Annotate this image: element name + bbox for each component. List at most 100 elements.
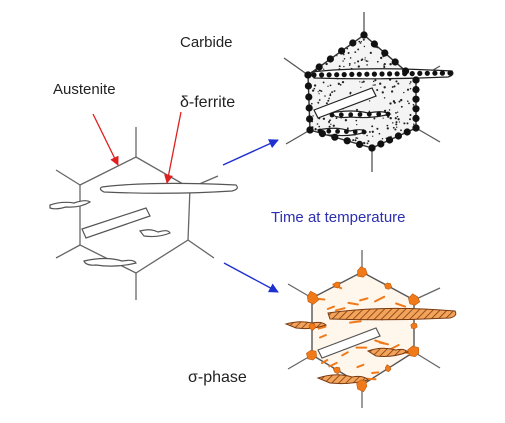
sigma-stringer-top <box>327 307 457 321</box>
carbide-dot <box>376 127 379 130</box>
carbide-particle <box>368 144 376 152</box>
sigma-stringer-bottom <box>316 374 369 385</box>
carbide-dot <box>348 62 351 65</box>
delta-ferrite-stringer-bottom <box>83 257 137 267</box>
carbide-dot <box>403 122 406 125</box>
carbide-dot <box>313 87 316 90</box>
carbide-dot <box>311 102 313 105</box>
carbide-particle <box>371 71 377 77</box>
carbide-dot <box>400 105 403 108</box>
carbide-particle <box>360 31 368 39</box>
delta-ferrite-stringer-right <box>138 229 171 238</box>
carbide-dot <box>376 47 379 49</box>
carbide-particle <box>412 86 420 94</box>
carbide-dot <box>324 95 326 97</box>
carbide-particle <box>394 132 402 140</box>
carbide-dot <box>318 125 321 128</box>
sigma-particle <box>308 322 316 331</box>
sigma-dash <box>317 325 327 330</box>
carbide-dot <box>389 63 392 66</box>
carbide-dot <box>322 81 325 84</box>
carbide-dot <box>389 117 392 120</box>
carbide-dot <box>332 124 335 127</box>
carbide-dot <box>372 80 375 83</box>
carbide-particle <box>326 55 334 63</box>
carbide-dot <box>409 88 412 90</box>
carbide-dot <box>317 101 320 104</box>
carbide-dot <box>406 122 409 125</box>
sigma-dash <box>365 377 377 381</box>
carbide-dot <box>413 123 415 125</box>
carbide-dot <box>398 100 401 103</box>
carbide-particle <box>366 111 372 117</box>
carbide-particle <box>338 112 344 118</box>
carbide-particles <box>304 31 453 152</box>
carbide-particle <box>379 71 385 77</box>
delta-ferrite-stringer-main <box>99 182 238 194</box>
carbide-dot <box>347 52 350 54</box>
carbide-dot <box>314 128 317 131</box>
carbide-dot <box>357 65 360 68</box>
carbide-dot <box>338 65 341 68</box>
carbide-particle <box>331 133 339 141</box>
carbide-dot <box>360 41 362 43</box>
carbide-particle <box>412 95 420 103</box>
sigma-particle <box>332 366 341 375</box>
carbide-dot <box>366 142 369 145</box>
carbide-dot <box>331 91 334 94</box>
carbide-particle <box>326 72 332 78</box>
carbide-dot <box>380 56 383 60</box>
initial-grain-boundaries <box>55 127 219 300</box>
carbide-dot <box>409 81 412 83</box>
carbide-particle <box>424 70 430 76</box>
carbide-particle <box>349 71 355 77</box>
carbide-dot <box>355 119 358 122</box>
carbide-dot <box>320 90 323 92</box>
carbide-particle <box>343 137 351 145</box>
carbide-particle <box>387 71 393 77</box>
sigma-dash <box>319 334 327 339</box>
carbide-particle <box>377 140 385 148</box>
sigma-particle <box>410 322 418 330</box>
carbide-particle <box>349 39 357 47</box>
carbide-dot <box>349 91 352 94</box>
carbide-dot <box>325 62 328 66</box>
carbide-dot <box>360 59 363 62</box>
carbide-particle <box>319 72 325 78</box>
carbide-dot <box>344 119 348 122</box>
carbide-dot <box>364 57 366 59</box>
sigma-particles <box>306 266 421 393</box>
carbide-dot <box>395 80 398 83</box>
carbide-dot <box>330 123 332 125</box>
carbide-particle <box>311 72 317 78</box>
carbide-dot <box>394 117 397 120</box>
time-at-temperature-label: Time at temperature <box>271 209 406 226</box>
carbide-particle <box>370 40 378 48</box>
sigma-dash <box>341 351 349 357</box>
carbide-particle <box>412 114 420 122</box>
carbide-dot <box>395 121 398 124</box>
carbide-dot <box>392 122 394 124</box>
sigma-particle <box>306 349 317 361</box>
carbide-dot <box>383 63 386 66</box>
carbide-particle <box>409 71 415 77</box>
carbide-dot <box>368 100 371 102</box>
carbide-dot <box>383 109 387 113</box>
carbide-particle <box>432 70 438 76</box>
carbide-particle <box>352 129 358 135</box>
carbide-dot <box>318 89 321 92</box>
carbide-particle <box>317 128 323 134</box>
sigma-particle <box>357 266 368 278</box>
carbide-dot <box>349 64 351 67</box>
carbide-dot <box>318 99 321 101</box>
carbide-dot <box>360 86 362 88</box>
carbide-dot <box>318 93 320 95</box>
carbide-particle <box>305 104 313 112</box>
carbide-dot <box>381 137 384 140</box>
carbide-particle <box>391 58 399 66</box>
carbide-dot <box>398 121 401 123</box>
carbide-dot <box>358 40 361 43</box>
carbide-dot <box>363 45 366 48</box>
carbide-particle <box>361 129 367 135</box>
